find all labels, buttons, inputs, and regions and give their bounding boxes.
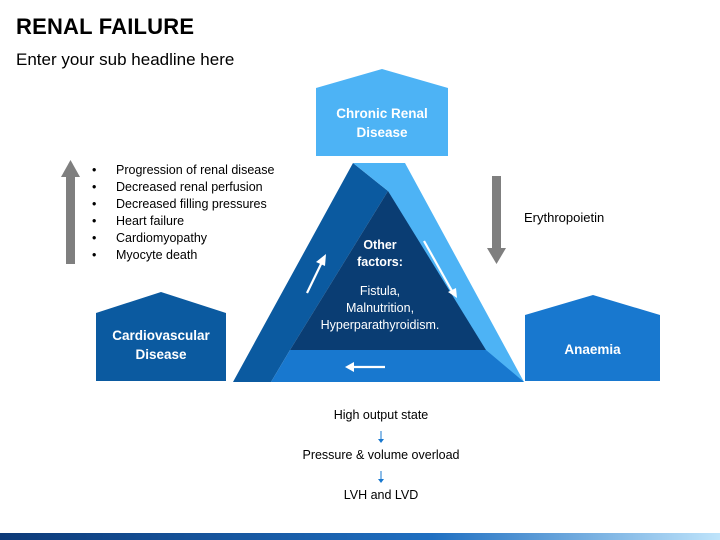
anaemia-box [525,295,660,381]
cycle-arrow-right-down-icon [423,240,457,298]
triangle-right-side [353,163,524,382]
flow-step-1: High output state [333,408,429,422]
list-item: Cardiomyopathy [92,230,274,247]
cardiovascular-disease-label: Cardiovascular Disease [96,326,226,364]
cycle-arrow-bottom-left-icon [345,362,385,372]
cycle-arrow-left-up-icon [306,254,326,294]
left-bullet-list: Progression of renal disease Decreased r… [92,162,274,264]
page-subtitle: Enter your sub headline here [16,50,235,69]
chronic-renal-disease-label: Chronic Renal Disease [316,104,448,142]
cardiovascular-disease-box [96,292,226,381]
bottom-gradient-bar [0,533,720,540]
triangle-left-side [233,163,388,382]
other-factors-heading-line2: factors: [357,255,403,269]
flow-arrow-2-icon [378,471,384,483]
chronic-renal-disease-box [316,69,448,156]
other-factor-item: Malnutrition, [345,301,415,315]
cardiovascular-line2: Disease [135,347,187,362]
other-factors-text: Other factors: Fistula, Malnutrition, Hy… [300,237,460,334]
list-item: Myocyte death [92,247,274,264]
triangle-inner [290,191,486,350]
list-item: Heart failure [92,213,274,230]
page-title: RENAL FAILURE [16,14,195,39]
triangle-base [271,350,524,382]
list-item: Progression of renal disease [92,162,274,179]
other-factors-heading-line1: Other [363,238,397,252]
flow-arrow-1-icon [378,431,384,443]
gray-down-arrow-icon [487,176,506,264]
chronic-renal-line2: Disease [356,125,408,140]
chronic-renal-line1: Chronic Renal [336,106,428,121]
other-factor-item: Hyperparathyroidism. [320,318,440,332]
flow-step-2: Pressure & volume overload [302,448,460,462]
cardiovascular-line1: Cardiovascular [112,328,210,343]
list-item: Decreased renal perfusion [92,179,274,196]
erythropoietin-label: Erythropoietin [524,210,605,225]
anaemia-label: Anaemia [564,342,621,357]
other-factor-item: Fistula, [359,284,401,298]
flow-step-3: LVH and LVD [343,488,419,502]
list-item: Decreased filling pressures [92,196,274,213]
gray-up-arrow-icon [61,160,80,264]
